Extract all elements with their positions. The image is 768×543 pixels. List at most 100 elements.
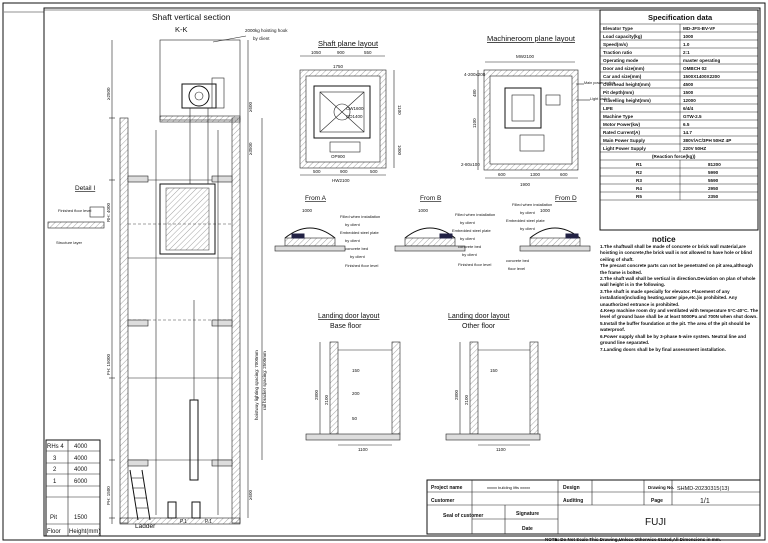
inner-border — [43, 7, 761, 537]
svg-text:FH: 15000: FH: 15000 — [106, 353, 111, 375]
floor-row-label: RHs 4 — [47, 444, 64, 450]
svg-text:2100: 2100 — [464, 394, 469, 405]
svg-text:2100: 2100 — [324, 394, 329, 405]
hoistway-lighting-label: hoistway lighting spacing: 7000mm — [254, 350, 259, 420]
notice-block: notice 1.The shaftwall shall be made of … — [600, 235, 759, 352]
svg-text:by client: by client — [460, 236, 476, 241]
reaction-label: R4 — [636, 186, 642, 191]
svg-text:P.1: P.1 — [180, 519, 187, 525]
spec-row-label: Elevator Type — [603, 26, 633, 31]
svg-text:Embedded steel plate: Embedded steel plate — [506, 218, 545, 223]
svg-text:150: 150 — [352, 368, 360, 373]
spec-row-label: Overhead height(mm) — [603, 82, 651, 87]
spec-row-label: Motor Power(kw) — [603, 122, 640, 127]
svg-text:Other floor: Other floor — [462, 323, 496, 330]
spec-row-label: Speed(m/s) — [603, 42, 628, 47]
hole-top-label: 4-200x200 — [464, 72, 486, 77]
notice-item: 4.Keep machine room dry and ventilated w… — [600, 308, 759, 320]
shaft-plane-layout: Shaft plane layout 1050 900 550 1750 CW1… — [299, 39, 402, 183]
machine-room-title: Machineroom plane layout — [487, 34, 576, 43]
machine-base — [504, 87, 542, 129]
svg-text:Page: Page — [651, 498, 663, 504]
svg-text:1100: 1100 — [358, 447, 368, 452]
landing-door-other: Landing door layout Other floor 2800 210… — [445, 313, 541, 452]
title-block: Project name xxxxx building lifts xxxxx … — [426, 479, 761, 535]
spec-row-label: Load capacity(kg) — [603, 34, 643, 39]
svg-text:RH: 4000: RH: 4000 — [106, 202, 111, 222]
notice-text-area: 1.The shaftwall shall be made of concret… — [600, 244, 759, 352]
counterweight — [189, 399, 199, 481]
svg-text:6000: 6000 — [74, 479, 88, 485]
spec-row-label: Light Power Supply — [603, 146, 646, 151]
svg-text:concrete bed: concrete bed — [458, 244, 481, 249]
notice-item: 5.Install the buffer foundation at the p… — [600, 320, 751, 333]
svg-text:Customer: Customer — [431, 498, 454, 504]
reaction-label: R1 — [636, 162, 642, 167]
shaft-vertical-section: Shaft vertical section K-K 2000kg hoisti… — [47, 12, 288, 530]
svg-text:Signature: Signature — [516, 511, 539, 517]
cw-buffer — [191, 501, 201, 519]
svg-text:by client: by client — [460, 220, 476, 225]
detail-from-b: From B 1000 Filled when installation by … — [394, 195, 495, 267]
project-name: xxxxx building lifts xxxxx — [487, 485, 530, 490]
svg-text:Landing door layout: Landing door layout — [318, 313, 380, 320]
notice-item: 1.The shaftwall shall be made of concret… — [600, 244, 752, 262]
svg-text:1100: 1100 — [496, 447, 506, 452]
svg-text:200: 200 — [352, 391, 360, 396]
spec-row-value: OMBCH 02 — [683, 66, 707, 71]
spec-row-value: 220V 50HZ — [683, 146, 706, 151]
footer-note: NOTE: Do Not Scale This Drawing,Unless O… — [545, 537, 721, 542]
spec-row-value: 14.7 — [683, 130, 692, 135]
svg-text:1000: 1000 — [418, 208, 429, 213]
hook-label: 2000kg hoisting hook — [245, 28, 288, 33]
shaft-wall-right — [231, 117, 241, 524]
detail-label: Detail I — [75, 185, 95, 192]
shaft-section-title: Shaft vertical section — [152, 12, 231, 22]
svg-text:Base floor: Base floor — [330, 323, 362, 330]
svg-text:≥500: ≥500 — [248, 490, 253, 500]
svg-text:900: 900 — [340, 169, 348, 174]
spec-row-value: 12000 — [683, 98, 696, 103]
hook-owner-label: by client — [253, 36, 270, 41]
svg-text:floor level: floor level — [508, 266, 525, 271]
svg-text:600: 600 — [498, 172, 506, 177]
svg-text:Design: Design — [563, 485, 580, 491]
svg-text:2800: 2800 — [454, 389, 459, 400]
svg-text:OP900: OP900 — [331, 154, 346, 159]
reaction-value: 2350 — [708, 194, 719, 199]
svg-text:1750: 1750 — [333, 64, 344, 69]
svg-text:P.1: P.1 — [205, 519, 212, 525]
svg-text:550: 550 — [364, 50, 372, 55]
svg-text:Seal of customer: Seal of customer — [443, 513, 483, 519]
governor — [545, 94, 561, 106]
svg-text:by client: by client — [520, 226, 536, 231]
svg-text:Auditing: Auditing — [563, 498, 583, 504]
svg-text:600: 600 — [560, 172, 568, 177]
page-number: 1/1 — [700, 498, 710, 505]
svg-text:1000: 1000 — [397, 145, 402, 156]
reaction-value: 5590 — [708, 178, 719, 183]
spec-row-label: Rated Current(A) — [603, 130, 640, 135]
reaction-value: 81200 — [708, 162, 721, 167]
reaction-value: 2950 — [708, 186, 719, 191]
svg-text:Filled when installation: Filled when installation — [512, 202, 552, 207]
spec-row-value: 1000 — [683, 34, 694, 39]
svg-text:1000: 1000 — [540, 208, 551, 213]
machine-room-layout: Machineroom plane layout MW2100 4-200x20… — [461, 34, 615, 187]
elevator-car — [159, 183, 216, 255]
height-header: Height(mm) — [69, 529, 100, 535]
svg-text:Filled when installation: Filled when installation — [455, 212, 495, 217]
svg-text:500: 500 — [370, 169, 378, 174]
ladder-label: Ladder — [135, 523, 156, 530]
car-buffer — [167, 501, 177, 519]
spec-row-value: MD-JFS-BV-VF — [683, 26, 715, 31]
svg-text:900: 900 — [337, 50, 345, 55]
svg-text:≥500: ≥500 — [248, 102, 253, 112]
spec-row-value: 6/4/4 — [683, 106, 694, 111]
svg-text:Embedded steel plate: Embedded steel plate — [452, 228, 491, 233]
spec-row-value: 1500 — [683, 90, 694, 95]
section-cut-label: K-K — [175, 25, 188, 34]
svg-text:3: 3 — [53, 456, 57, 462]
drawing-number: SHMD-20230315(13) — [677, 486, 729, 492]
landing-door-base: Landing door layout Base floor 2800 2100… — [305, 313, 401, 452]
